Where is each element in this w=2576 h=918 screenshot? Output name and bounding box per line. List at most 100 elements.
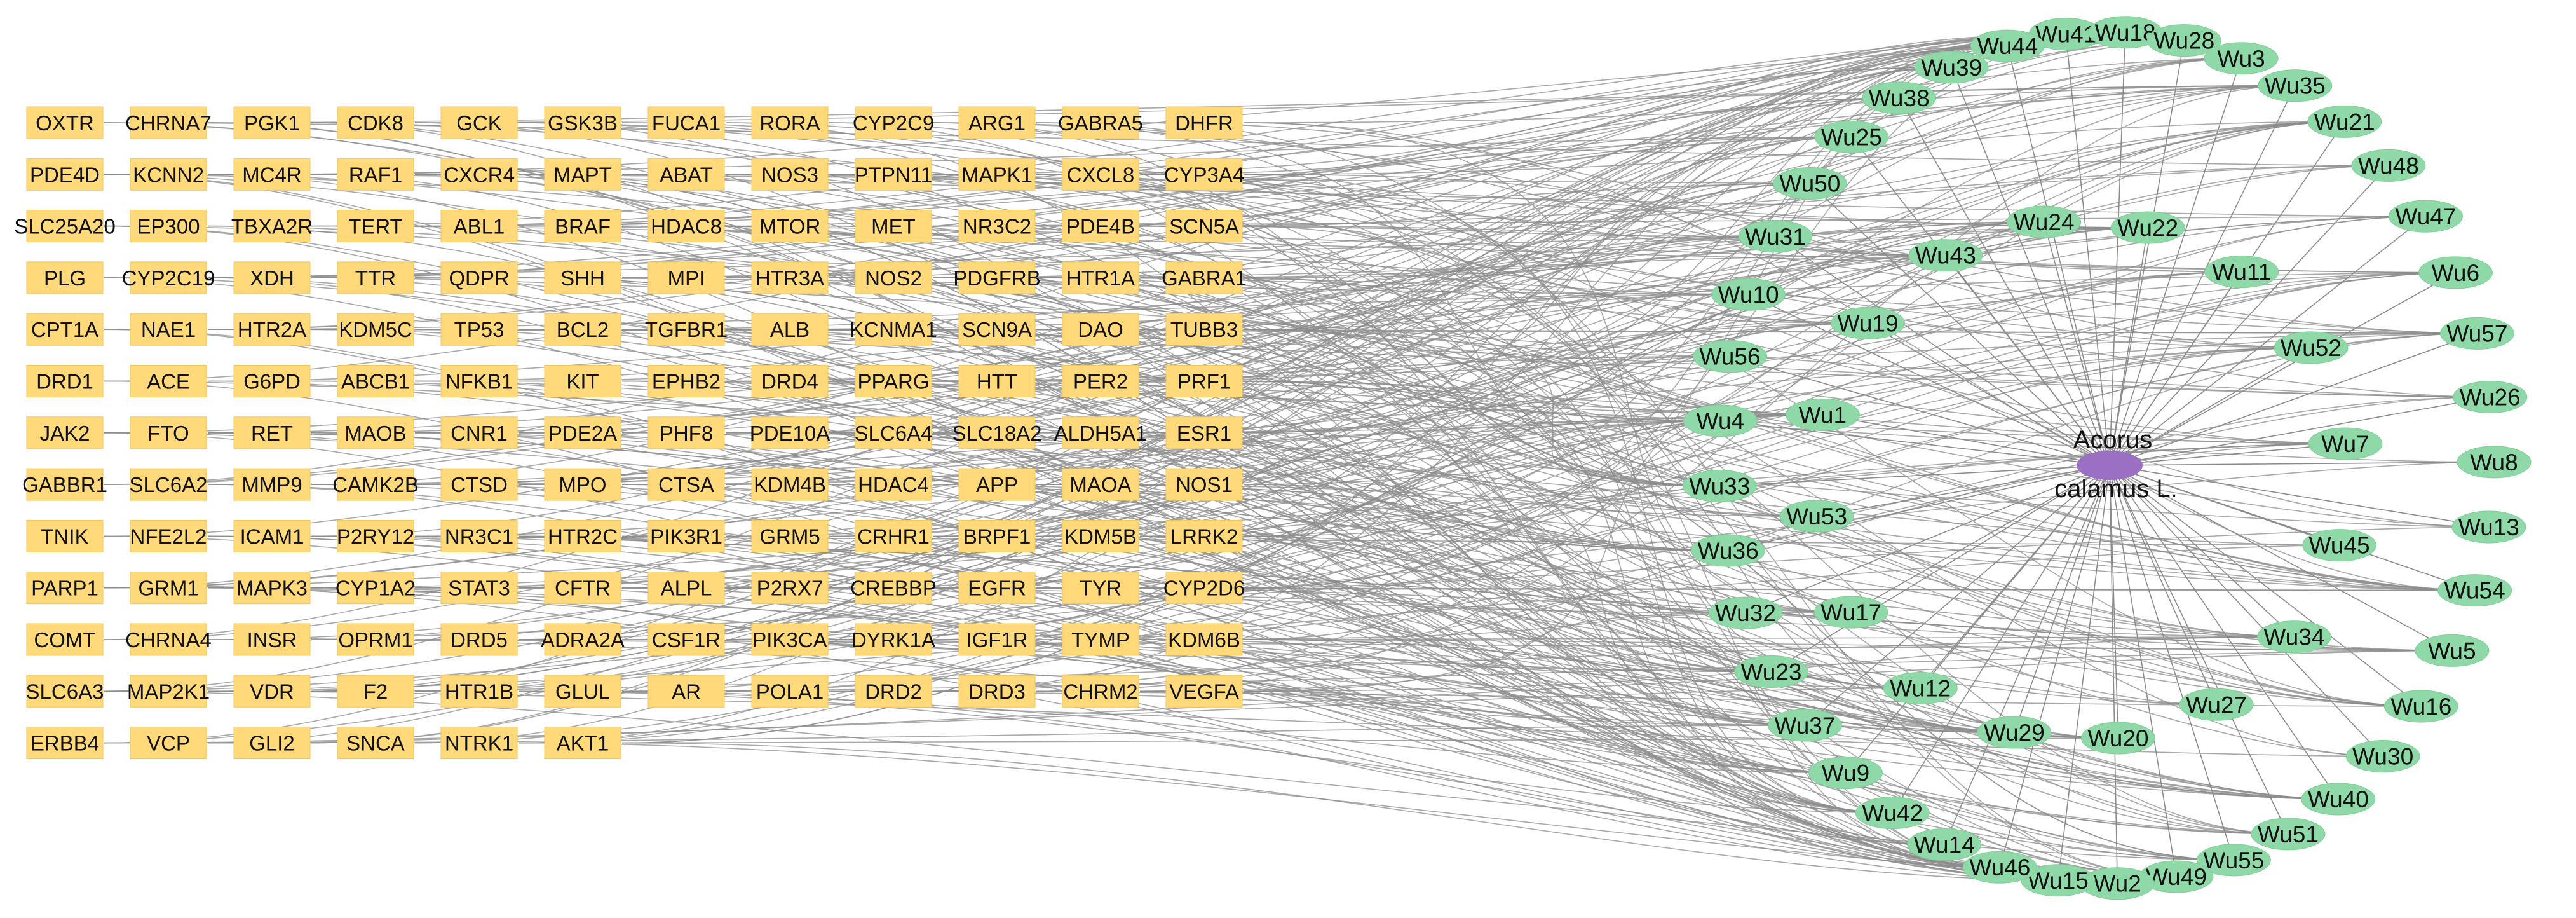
target-box[interactable] (855, 468, 932, 501)
compound-ellipse[interactable] (2351, 149, 2426, 182)
target-node-crhr1[interactable]: CRHR1 (855, 519, 932, 552)
compound-ellipse[interactable] (1855, 797, 1930, 830)
target-box[interactable] (130, 313, 207, 346)
target-box[interactable] (647, 675, 725, 708)
compound-node-wu41[interactable]: Wu41 (2028, 18, 2103, 51)
target-node-adra2a[interactable]: ADRA2A (541, 623, 625, 656)
target-node-htt[interactable]: HTT (958, 365, 1036, 397)
target-node-tymp[interactable]: TYMP (1062, 623, 1139, 656)
target-box[interactable] (544, 313, 621, 346)
compound-node-wu52[interactable]: Wu52 (2274, 331, 2349, 364)
target-box[interactable] (1165, 158, 1243, 191)
target-node-pgk1[interactable]: PGK1 (233, 106, 311, 139)
target-box[interactable] (544, 261, 621, 294)
target-box[interactable] (233, 106, 311, 139)
target-node-f2[interactable]: F2 (337, 675, 414, 708)
target-box[interactable] (130, 623, 207, 656)
target-node-crebbp[interactable]: CREBBP (850, 572, 937, 605)
target-node-chrna7[interactable]: CHRNA7 (125, 106, 212, 139)
target-node-kit[interactable]: KIT (544, 365, 621, 397)
target-node-nae1[interactable]: NAE1 (130, 313, 207, 346)
compound-node-wu8[interactable]: Wu8 (2457, 446, 2532, 479)
target-node-ptpn11[interactable]: PTPN11 (855, 158, 932, 191)
target-node-vegfa[interactable]: VEGFA (1165, 675, 1243, 708)
target-box[interactable] (958, 675, 1036, 708)
target-box[interactable] (233, 261, 311, 294)
target-box[interactable] (1062, 106, 1139, 139)
target-box[interactable] (1062, 572, 1139, 605)
compound-ellipse[interactable] (1908, 239, 1983, 272)
compound-node-wu35[interactable]: Wu35 (2258, 69, 2333, 102)
target-box[interactable] (647, 313, 725, 346)
target-box[interactable] (855, 416, 932, 449)
target-box[interactable] (130, 519, 207, 552)
compound-ellipse[interactable] (2307, 105, 2382, 138)
target-box[interactable] (26, 727, 104, 760)
compound-node-wu7[interactable]: Wu7 (2308, 427, 2383, 460)
compound-ellipse[interactable] (1907, 828, 1982, 861)
target-node-pde10a[interactable]: PDE10A (750, 416, 830, 449)
target-box[interactable] (751, 158, 829, 191)
compound-ellipse[interactable] (1883, 671, 1958, 704)
compound-ellipse[interactable] (2146, 24, 2221, 57)
target-node-dyrk1a[interactable]: DYRK1A (851, 623, 935, 656)
target-box[interactable] (751, 468, 829, 501)
target-node-arg1[interactable]: ARG1 (958, 106, 1036, 139)
target-node-cftr[interactable]: CFTR (544, 572, 621, 605)
target-node-dhfr[interactable]: DHFR (1165, 106, 1243, 139)
compound-ellipse[interactable] (1779, 500, 1854, 533)
target-box[interactable] (26, 519, 104, 552)
target-node-gabbr1[interactable]: GABBR1 (22, 468, 107, 501)
compound-ellipse[interactable] (2457, 446, 2532, 479)
compound-node-wu51[interactable]: Wu51 (2251, 818, 2326, 851)
compound-node-wu53[interactable]: Wu53 (1779, 500, 1854, 533)
compound-ellipse[interactable] (1691, 534, 1766, 567)
compound-ellipse[interactable] (1862, 81, 1937, 114)
target-box[interactable] (130, 572, 207, 605)
compound-node-wu28[interactable]: Wu28 (2146, 24, 2221, 57)
target-box[interactable] (26, 313, 104, 346)
target-node-stat3[interactable]: STAT3 (440, 572, 518, 605)
compound-ellipse[interactable] (2308, 427, 2383, 460)
target-box[interactable] (26, 572, 104, 605)
target-node-slc25a20[interactable]: SLC25A20 (14, 210, 116, 243)
compound-node-wu54[interactable]: Wu54 (2437, 574, 2512, 607)
target-node-kcnma1[interactable]: KCNMA1 (850, 313, 937, 346)
target-node-pik3ca[interactable]: PIK3CA (751, 623, 829, 656)
target-box[interactable] (647, 623, 725, 656)
target-box[interactable] (1062, 416, 1139, 449)
target-node-alb[interactable]: ALB (751, 313, 829, 346)
target-node-mapt[interactable]: MAPT (544, 158, 621, 191)
target-box[interactable] (26, 675, 104, 708)
target-box[interactable] (1062, 210, 1139, 243)
target-node-tyr[interactable]: TYR (1062, 572, 1139, 605)
target-node-mapk3[interactable]: MAPK3 (233, 572, 311, 605)
target-node-mc4r[interactable]: MC4R (233, 158, 311, 191)
target-node-brpf1[interactable]: BRPF1 (958, 519, 1036, 552)
compound-node-wu24[interactable]: Wu24 (2007, 205, 2082, 238)
target-node-ep300[interactable]: EP300 (130, 210, 207, 243)
target-node-ace[interactable]: ACE (130, 365, 207, 397)
target-box[interactable] (958, 623, 1036, 656)
target-node-gli2[interactable]: GLI2 (233, 727, 311, 760)
target-node-ar[interactable]: AR (647, 675, 725, 708)
compound-node-wu4[interactable]: Wu4 (1683, 404, 1758, 437)
target-node-pparg[interactable]: PPARG (855, 365, 932, 397)
target-node-ephb2[interactable]: EPHB2 (647, 365, 725, 397)
target-box[interactable] (440, 675, 518, 708)
target-box[interactable] (1165, 468, 1243, 501)
target-box[interactable] (1165, 675, 1243, 708)
target-node-pik3r1[interactable]: PIK3R1 (647, 519, 725, 552)
target-node-gck[interactable]: GCK (440, 106, 518, 139)
target-node-abcb1[interactable]: ABCB1 (337, 365, 414, 397)
target-box[interactable] (544, 416, 621, 449)
target-node-prf1[interactable]: PRF1 (1165, 365, 1243, 397)
target-node-tgfbr1[interactable]: TGFBR1 (645, 313, 728, 346)
compound-ellipse[interactable] (2437, 574, 2512, 607)
target-box[interactable] (1062, 675, 1139, 708)
target-node-map2k1[interactable]: MAP2K1 (127, 675, 210, 708)
compound-ellipse[interactable] (2415, 634, 2490, 667)
target-node-insr[interactable]: INSR (233, 623, 311, 656)
target-box[interactable] (751, 572, 829, 605)
target-node-tert[interactable]: TERT (337, 210, 414, 243)
